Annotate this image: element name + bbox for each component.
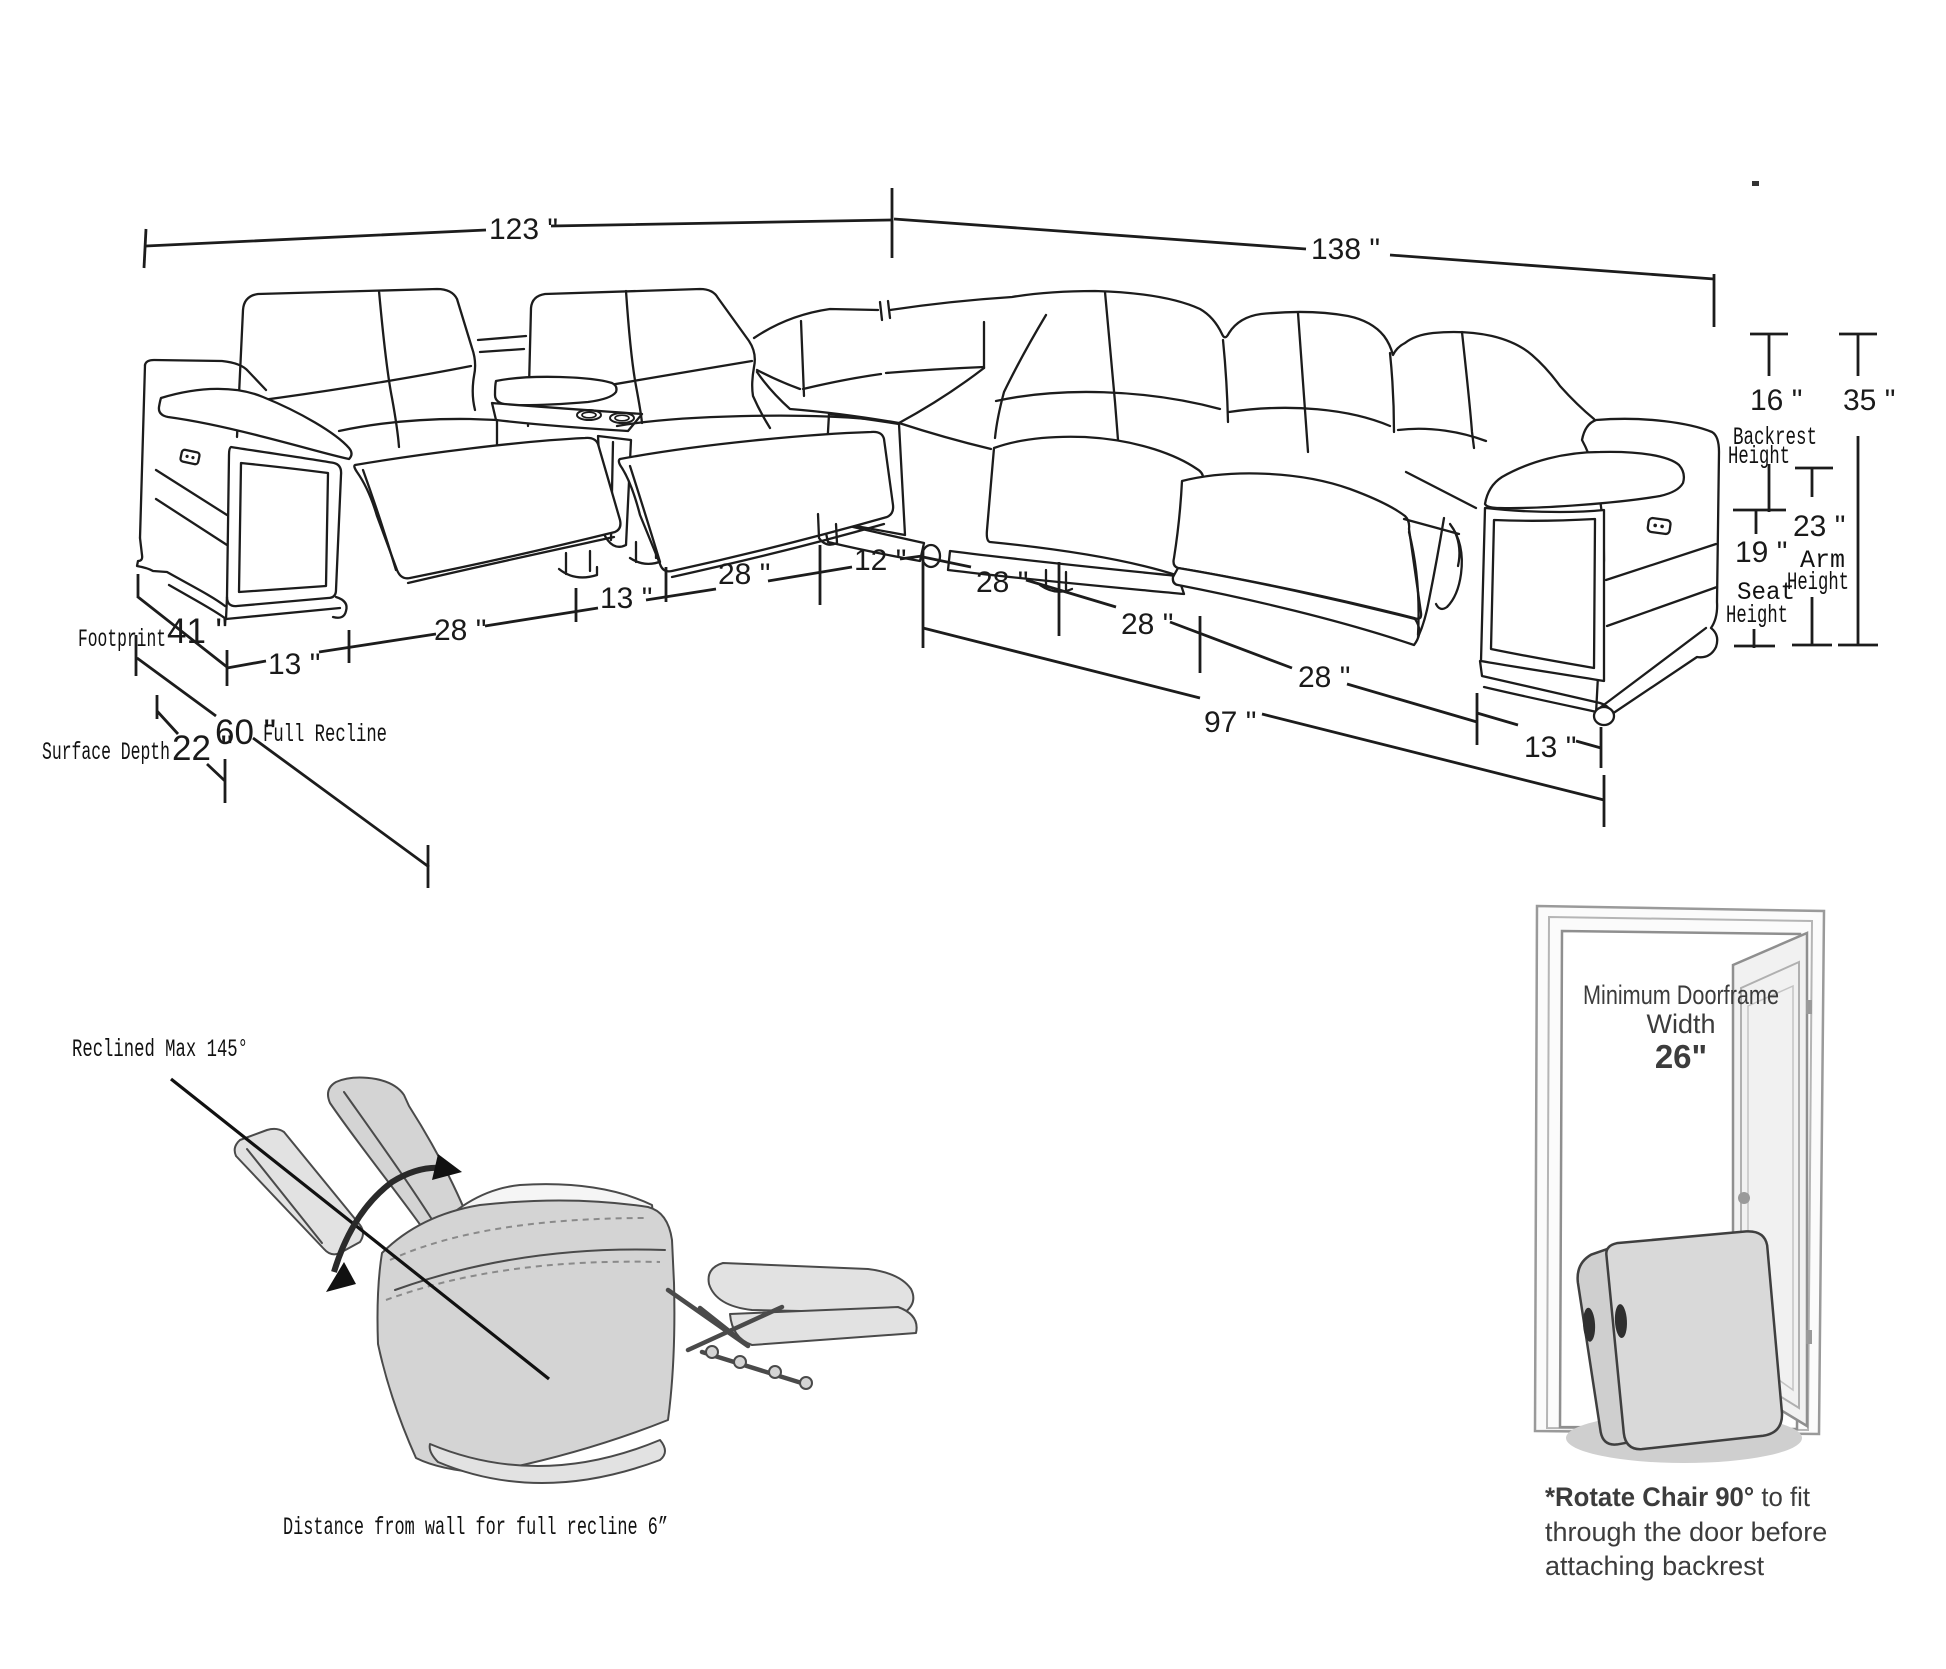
svg-text:Distance from wall for full re: Distance from wall for full recline 6” [283, 1513, 668, 1542]
svg-text:Minimum Doorframe: Minimum Doorframe [1583, 980, 1779, 1010]
svg-text:138 ": 138 " [1311, 233, 1380, 266]
svg-text:13 ": 13 " [1524, 731, 1576, 764]
svg-text:28 ": 28 " [718, 558, 770, 591]
svg-text:26": 26" [1655, 1038, 1707, 1075]
svg-text:Height: Height [1728, 442, 1790, 471]
svg-text:12 ": 12 " [854, 544, 906, 577]
svg-text:97 ": 97 " [1204, 706, 1256, 739]
svg-text:60 ": 60 " [215, 713, 276, 752]
svg-text:123 ": 123 " [489, 213, 558, 246]
svg-text:13 ": 13 " [268, 648, 320, 681]
svg-text:Footprint: Footprint [78, 625, 166, 654]
svg-text:28 ": 28 " [976, 566, 1028, 599]
svg-text:13 ": 13 " [600, 582, 652, 615]
svg-text:*Rotate Chair 90° to fit: *Rotate Chair 90° to fit [1545, 1482, 1810, 1512]
svg-text:Backrest: Backrest [1733, 423, 1817, 452]
svg-text:Width: Width [1646, 1009, 1715, 1039]
svg-text:16 ": 16 " [1750, 384, 1802, 417]
svg-text:Seat: Seat [1737, 578, 1795, 607]
svg-text:28 ": 28 " [1121, 608, 1173, 641]
svg-text:Height: Height [1726, 601, 1788, 630]
svg-text:19 ": 19 " [1735, 536, 1787, 569]
svg-text:Reclined Max 145°: Reclined Max 145° [72, 1035, 248, 1064]
svg-text:Height: Height [1787, 568, 1849, 597]
svg-text:Full Recline: Full Recline [263, 720, 387, 749]
svg-text:28 ": 28 " [1298, 661, 1350, 694]
svg-text:Arm: Arm [1800, 546, 1845, 575]
svg-text:attaching backrest: attaching backrest [1545, 1551, 1765, 1581]
svg-text:41 ": 41 " [167, 612, 228, 651]
svg-text:through the door before: through the door before [1545, 1517, 1827, 1547]
svg-text:Surface Depth: Surface Depth [42, 738, 170, 767]
svg-text:22 ": 22 " [172, 729, 233, 768]
svg-text:28 ": 28 " [434, 614, 486, 647]
svg-text:35 ": 35 " [1843, 384, 1895, 417]
svg-text:23 ": 23 " [1793, 510, 1845, 543]
